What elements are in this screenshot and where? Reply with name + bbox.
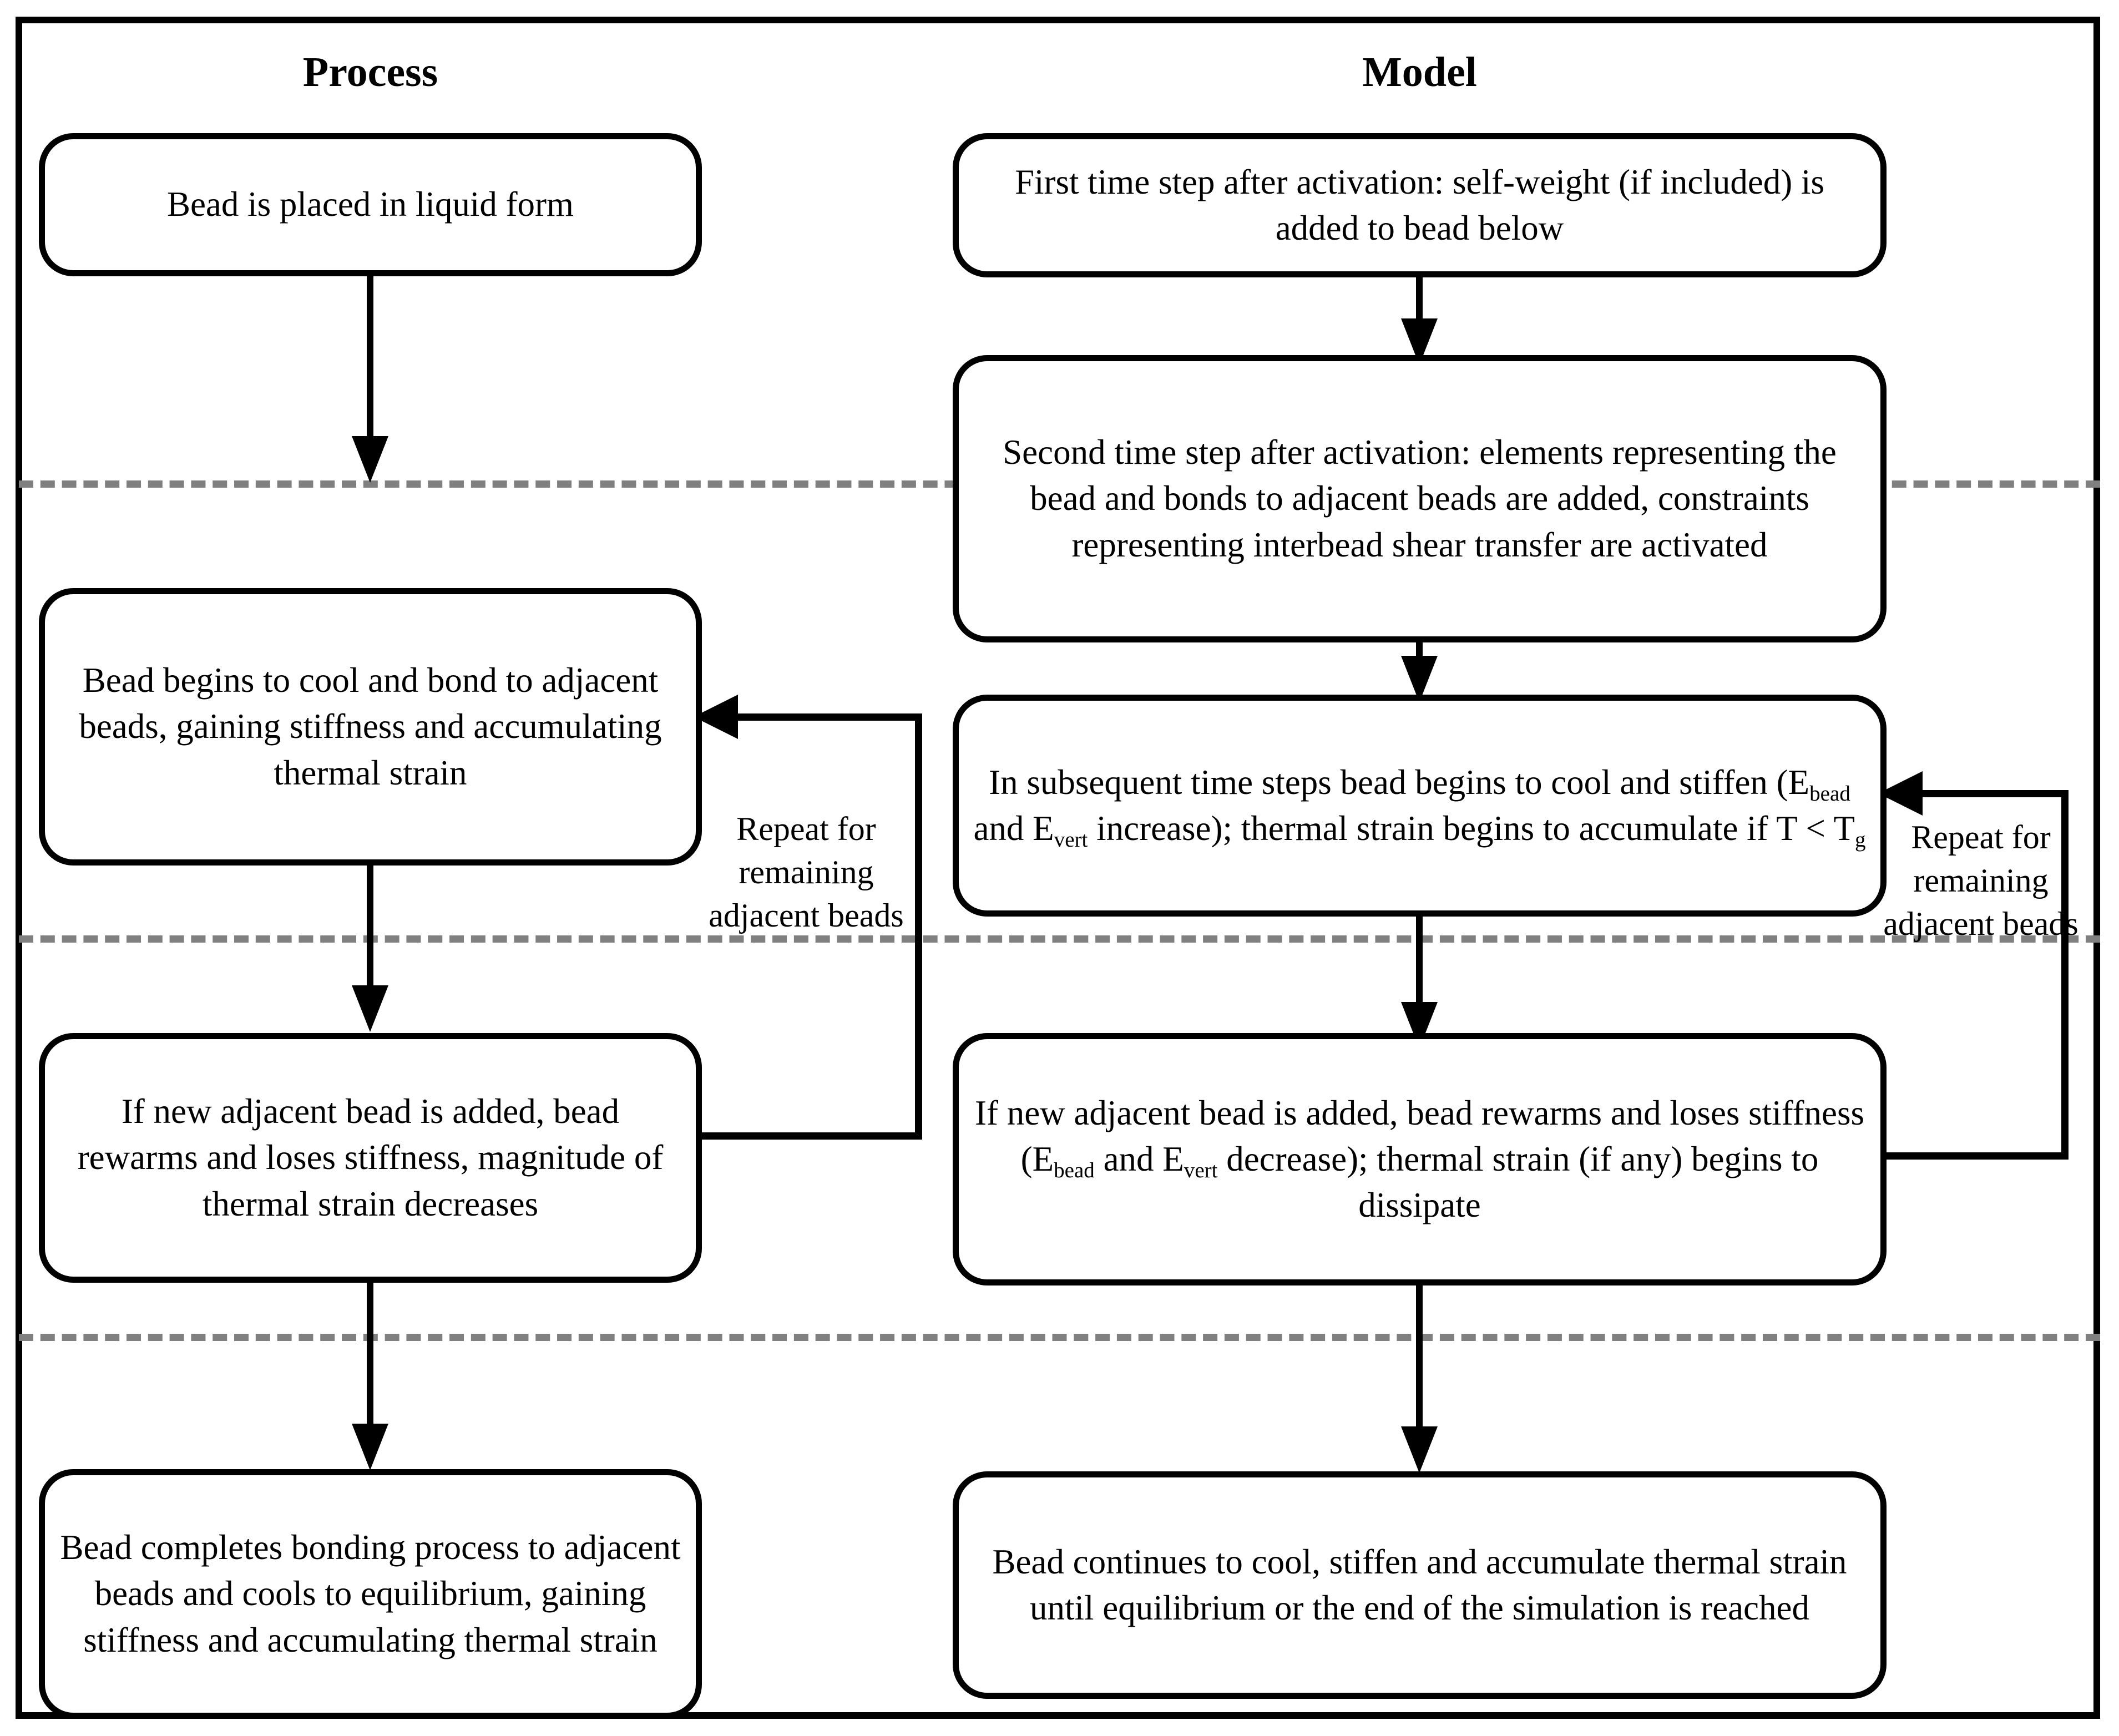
stage-separator-3	[19, 1334, 2100, 1341]
process-loop-right-segment	[915, 713, 922, 1140]
model-node-5[interactable]: Bead continues to cool, stiffen and accu…	[953, 1471, 1887, 1699]
model-node-3[interactable]: In subsequent time steps bead begins to …	[953, 695, 1887, 917]
process-arrow-2-to-3	[352, 866, 388, 1032]
process-node-1[interactable]: Bead is placed in liquid form	[39, 133, 702, 276]
process-arrow-3-to-4	[352, 1283, 388, 1470]
process-node-4-text: Bead completes bonding process to adjace…	[60, 1528, 681, 1659]
model-repeat-label: Repeat for remaining adjacent beads	[1883, 819, 2078, 942]
process-node-2-text: Bead begins to cool and bond to adjacent…	[79, 661, 662, 792]
model-node-2[interactable]: Second time step after activation: eleme…	[953, 355, 1887, 642]
process-repeat-label: Repeat for remaining adjacent beads	[709, 811, 904, 934]
model-node-4[interactable]: If new adjacent bead is added, bead rewa…	[953, 1033, 1887, 1285]
process-arrow-1-to-2	[352, 276, 388, 483]
process-node-1-text: Bead is placed in liquid form	[166, 185, 574, 224]
model-node-3-text: In subsequent time steps bead begins to …	[973, 762, 1866, 852]
model-arrow-2-to-3	[1401, 642, 1438, 702]
model-loop-top-segment	[1921, 790, 2069, 797]
process-node-3[interactable]: If new adjacent bead is added, bead rewa…	[39, 1033, 702, 1283]
model-loop-bottom-segment	[1878, 1152, 2069, 1160]
stage-separator-2	[19, 935, 2100, 943]
model-node-5-text: Bead continues to cool, stiffen and accu…	[992, 1542, 1847, 1627]
model-arrow-4-to-5	[1401, 1285, 1438, 1473]
model-node-1-text: First time step after activation: self-w…	[1014, 162, 1825, 247]
model-arrow-1-to-2	[1401, 277, 1438, 365]
model-loop-right-segment	[2061, 790, 2069, 1160]
process-node-4[interactable]: Bead completes bonding process to adjace…	[39, 1469, 702, 1719]
model-node-1[interactable]: First time step after activation: self-w…	[953, 133, 1887, 277]
column-heading-process: Process	[302, 49, 438, 95]
column-heading-model: Model	[1362, 49, 1477, 95]
model-node-4-text: If new adjacent bead is added, bead rewa…	[974, 1093, 1865, 1225]
model-arrow-3-to-4	[1401, 917, 1438, 1049]
process-loop-bottom-segment	[694, 1132, 922, 1140]
process-loop-top-segment	[737, 713, 922, 721]
process-node-2[interactable]: Bead begins to cool and bond to adjacent…	[39, 588, 702, 866]
process-node-3-text: If new adjacent bead is added, bead rewa…	[77, 1092, 664, 1223]
model-node-2-text: Second time step after activation: eleme…	[1003, 433, 1837, 564]
